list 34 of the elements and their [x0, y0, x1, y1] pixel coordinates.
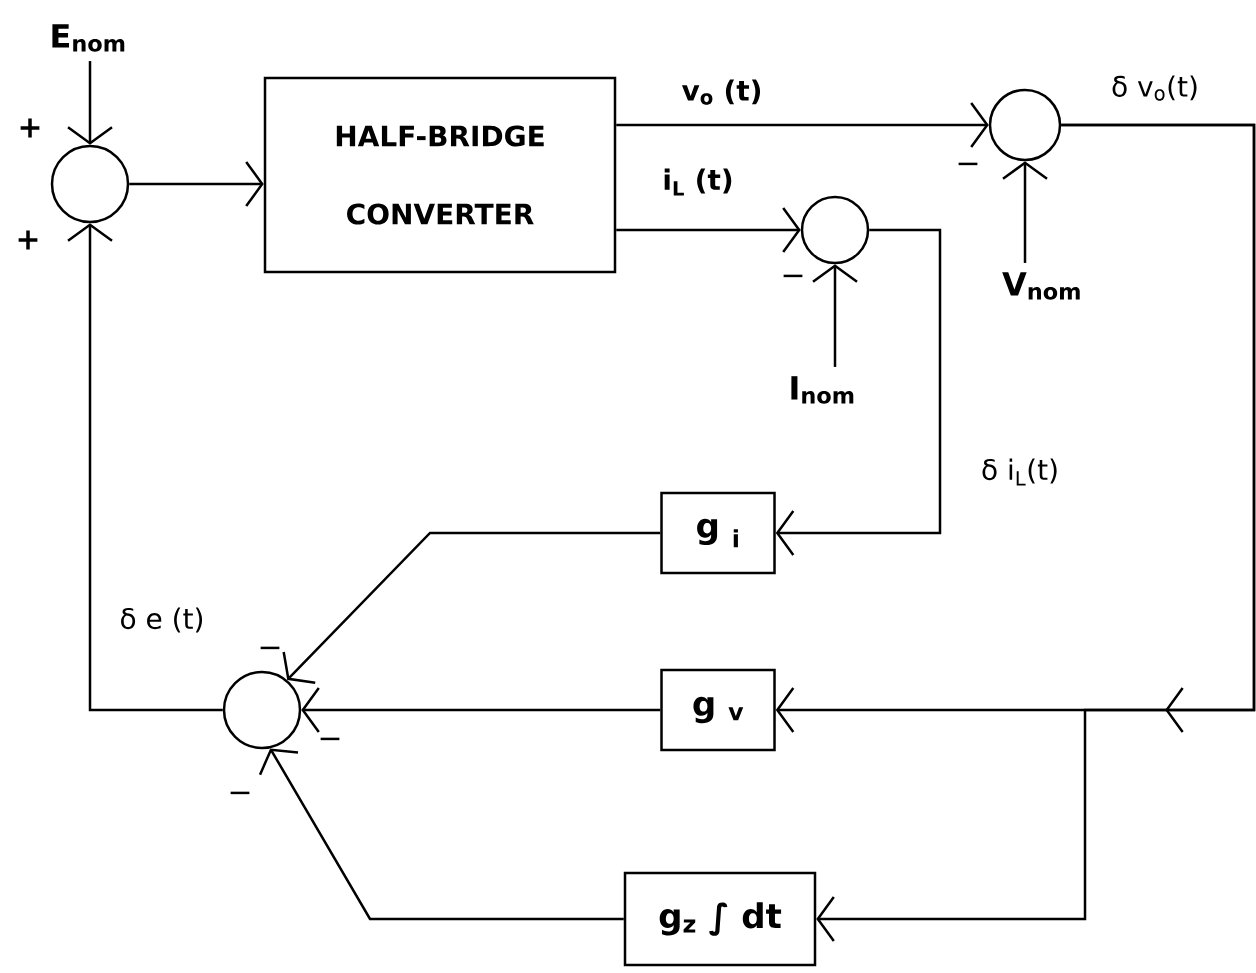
edge-label: i$_{L}$ (t): [660, 166, 736, 198]
arrow: [616, 207, 801, 253]
block-box: g$_{z}$ ∫ dt: [623, 871, 817, 967]
sign-label: −: [260, 646, 280, 650]
signal-label: V$_{nom}$: [1002, 272, 1080, 300]
signal-label: I$_{nom}$: [791, 376, 854, 404]
summing-junction: [988, 88, 1062, 162]
arrow: [616, 102, 989, 148]
arrow: [812, 264, 858, 367]
block-box: g $_{i}$: [660, 491, 776, 575]
sign-label: +: [18, 230, 38, 250]
arrow: [67, 223, 223, 712]
edge-label: δ e (t): [117, 605, 207, 635]
arrow: [129, 161, 264, 207]
edge-label: δ v$_{o}$(t): [1109, 73, 1201, 103]
summing-junction: [800, 195, 870, 265]
arrow: [816, 123, 1256, 942]
edge-label: v$_{o}$ (t): [679, 77, 765, 107]
signal-label: E$_{nom}$: [52, 24, 125, 52]
converter-box: HALF-BRIDGE CONVERTER: [263, 76, 617, 274]
summing-junction: [50, 144, 130, 224]
arrow: [301, 687, 661, 733]
sign-label: −: [230, 791, 250, 795]
sign-label: +: [20, 118, 40, 138]
sign-label: −: [320, 737, 340, 741]
arrow: [258, 748, 624, 921]
arrow: [775, 228, 942, 556]
arrow: [282, 531, 661, 684]
block-box: g $_{v}$: [660, 668, 776, 752]
summing-junction: [222, 670, 302, 750]
arrow: [1002, 161, 1048, 263]
sign-label: −: [783, 274, 803, 278]
sign-label: −: [958, 162, 978, 166]
edge-label: δ i$_{L}$(t): [979, 456, 1062, 488]
